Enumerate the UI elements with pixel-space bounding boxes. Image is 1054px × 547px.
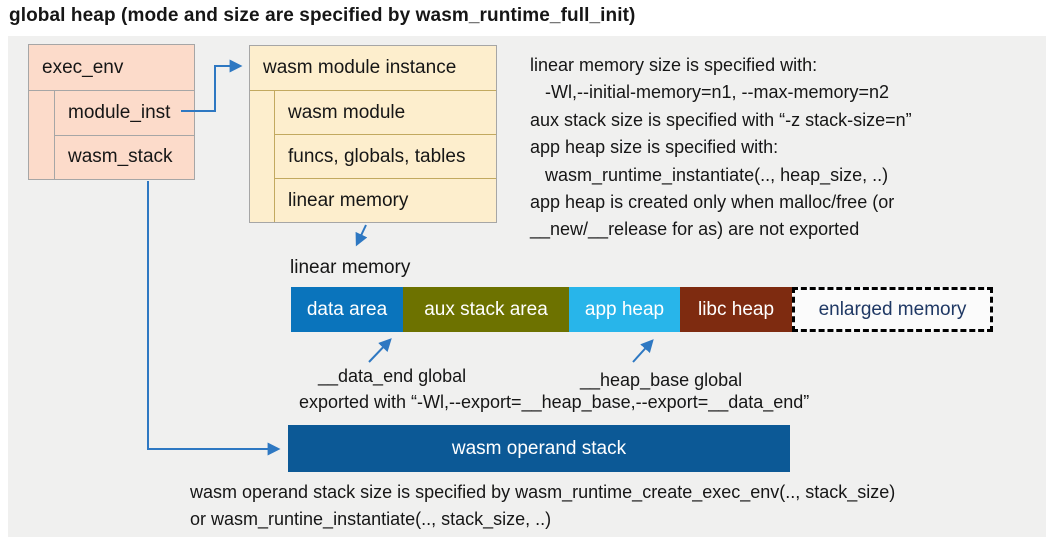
exec-env-box: exec_env module_inst wasm_stack	[28, 44, 195, 180]
exported-with-label: exported with “-Wl,--export=__heap_base,…	[299, 392, 810, 412]
exec-env-rows: module_inst wasm_stack	[54, 91, 194, 179]
wasm-operand-stack-bar: wasm operand stack	[288, 425, 790, 472]
row-wasm-module: wasm module	[288, 101, 406, 123]
note-line: linear memory size is specified with:	[530, 55, 818, 75]
wasm-module-instance-header: wasm module instance	[250, 46, 496, 91]
segment-libc-heap: libc heap	[680, 287, 792, 332]
segment-app-heap: app heap	[569, 287, 680, 332]
exec-env-row-module-inst: module_inst	[68, 101, 171, 123]
heap-base-global-label: __heap_base global	[580, 370, 743, 390]
segment-enlarged-memory: enlarged memory	[792, 287, 993, 332]
operand-stack-notes: wasm operand stack size is specified by …	[190, 479, 895, 532]
note-line: app heap is created only when malloc/fre…	[530, 192, 895, 213]
operand-stack-note-line: or wasm_runtine_instantiate(.., stack_si…	[190, 508, 552, 529]
operand-stack-note-line: wasm operand stack size is specified by …	[190, 482, 896, 502]
note-line: -Wl,--initial-memory=n1, --max-memory=n2	[545, 82, 890, 103]
note-line: app heap size is specified with:	[530, 137, 779, 158]
wasm-module-instance-box: wasm module instance wasm module funcs, …	[249, 45, 497, 223]
segment-aux-stack-area: aux stack area	[403, 287, 569, 332]
diagram-title: global heap (mode and size are specified…	[9, 5, 636, 26]
segment-data-area: data area	[291, 287, 403, 332]
note-line: __new/__release for as) are not exported	[530, 219, 860, 240]
exec-env-row-wasm-stack: wasm_stack	[55, 134, 194, 180]
data-end-global-label: __data_end global	[318, 366, 467, 386]
row-linear-memory: linear memory	[275, 178, 496, 222]
exec-env-header: exec_env	[29, 45, 194, 91]
memory-size-notes: linear memory size is specified with: -W…	[530, 52, 912, 244]
wasm-module-instance-rows: wasm module funcs, globals, tables linea…	[274, 91, 496, 222]
linear-memory-label: linear memory	[290, 257, 411, 278]
note-line: aux stack size is specified with “-z sta…	[530, 109, 912, 130]
note-line: wasm_runtime_instantiate(.., heap_size, …	[545, 164, 889, 185]
row-funcs-globals-tables: funcs, globals, tables	[275, 134, 496, 178]
